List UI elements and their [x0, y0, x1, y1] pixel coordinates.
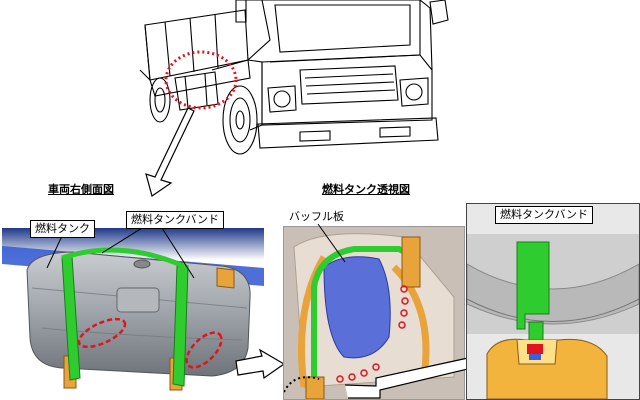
baffle-render	[284, 227, 464, 399]
fuel-tank-render	[2, 227, 264, 391]
fuel-tank-band-detail-label: 燃料タンクバンド	[495, 206, 593, 224]
baffle-plate-label: バッフル板	[286, 210, 347, 224]
baffle-render-panel	[283, 226, 465, 400]
fuel-tank-render-panel	[2, 208, 264, 396]
tank-view-heading: 燃料タンク透視図	[322, 183, 410, 196]
side-view-heading: 車両右側面図	[48, 183, 114, 196]
tank-location-highlight	[164, 50, 238, 110]
fuel-tank-label: 燃料タンク	[30, 220, 95, 238]
band-detail-render	[467, 204, 639, 399]
fuel-tank-band-label: 燃料タンクバンド	[126, 211, 224, 229]
pointer-arrow-down	[145, 107, 195, 197]
band-detail-panel	[466, 203, 640, 400]
